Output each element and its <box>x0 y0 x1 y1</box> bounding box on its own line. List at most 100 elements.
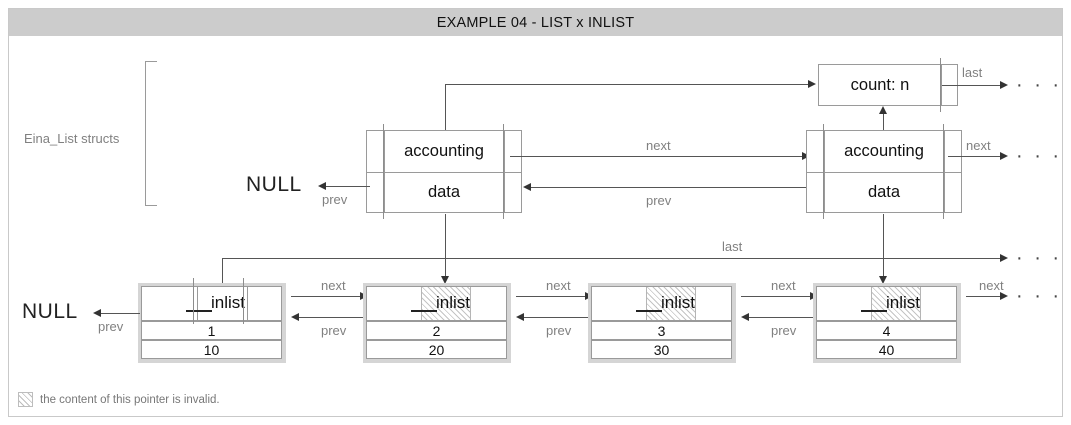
inlist-node-2-pointer-tick <box>411 310 437 312</box>
accounting2-count-arrowhead <box>878 106 887 114</box>
inlist-node-1-div-left <box>197 287 198 320</box>
inlist-node-2-value: 2 <box>366 321 507 340</box>
prev3-label: prev <box>771 323 797 338</box>
struct-next-label: next <box>646 138 671 153</box>
accounting-count-arrowhead <box>808 79 816 88</box>
accounting2-count-vline <box>883 112 884 134</box>
inlist-node-3-pointer-tick <box>636 310 662 312</box>
inlist-node-4: inlist 4 40 <box>813 283 961 363</box>
diagram-title-bar: EXAMPLE 04 - LIST x INLIST <box>9 9 1062 36</box>
struct1-data-to-node2-vline <box>445 214 446 278</box>
last-bottom-arrowhead <box>1000 253 1008 262</box>
struct2-next-label: next <box>966 138 991 153</box>
next4-line <box>966 296 1002 297</box>
struct-prev-arrowhead <box>523 182 531 191</box>
inlist-node-1-div-right <box>247 287 248 320</box>
prev2-line <box>523 317 591 318</box>
inlist-node-4-invalid-hatch <box>871 287 921 320</box>
prev-null-top-label: prev <box>322 192 348 207</box>
ellipsis-next4: · · · <box>1016 285 1063 307</box>
struct-prev-line <box>530 187 816 188</box>
list-struct-1-accounting-cell: accounting <box>404 142 484 160</box>
prev1-label: prev <box>321 323 347 338</box>
struct2-next-line <box>948 156 1002 157</box>
list-struct-2-row-divider <box>807 172 961 173</box>
inlist-node-3-invalid-hatch <box>646 287 696 320</box>
legend-invalid-text: the content of this pointer is invalid. <box>40 394 220 406</box>
list-struct-1-left-divider <box>384 131 385 212</box>
list-struct-2-accounting-cell: accounting <box>844 142 924 160</box>
inlist-node-1: inlist 1 10 <box>138 283 286 363</box>
prev1-arrowhead <box>291 312 299 321</box>
next2-label: next <box>546 278 571 293</box>
inlist-node-4-pointer-tick <box>861 310 887 312</box>
list-struct-1: accounting data <box>366 130 522 213</box>
struct-next-line <box>510 156 805 157</box>
ellipsis-last-bottom: · · · <box>1016 247 1063 269</box>
list-struct-2: accounting data <box>806 130 962 213</box>
prev-null-bottom-arrowhead <box>93 308 101 317</box>
count-box: count: n <box>818 64 958 106</box>
list-struct-1-right-divider <box>504 131 505 212</box>
last-bottom-vline <box>222 258 223 292</box>
inlist-node-4-value: 4 <box>816 321 957 340</box>
inlist-node-2-invalid-hatch <box>421 287 471 320</box>
prev3-line <box>748 317 816 318</box>
inlist-node-2: inlist 2 20 <box>363 283 511 363</box>
last-bottom-hline <box>222 258 1004 259</box>
accounting-count-vline <box>445 84 446 132</box>
next1-label: next <box>321 278 346 293</box>
next1-line <box>291 296 363 297</box>
list-struct-1-guide-right <box>503 124 504 219</box>
list-struct-2-data-cell: data <box>867 182 901 201</box>
prev2-arrowhead <box>516 312 524 321</box>
inlist-node-4-pointer-label: inlist <box>885 293 920 312</box>
inlist-node-3-value: 3 <box>591 321 732 340</box>
list-struct-2-guide-left <box>823 124 824 219</box>
last-bottom-label: last <box>722 239 743 254</box>
inlist-node-3-pointer-label: inlist <box>660 293 695 312</box>
prev2-label: prev <box>546 323 572 338</box>
inlist-node-2-data: 20 <box>366 340 507 359</box>
inlist-node-1-pointer-row <box>141 286 282 321</box>
next2-line <box>516 296 588 297</box>
inlist-node-1-pointer-tick <box>186 310 212 312</box>
inlist-node-1-guide-left <box>193 278 194 324</box>
inlist-node-1-pointer-label: inlist <box>210 293 245 312</box>
struct1-data-to-node2-arrowhead <box>440 276 449 284</box>
last-top-label: last <box>962 65 983 80</box>
ellipsis-last-top: · · · <box>1016 74 1063 96</box>
inlist-node-4-data: 40 <box>816 340 957 359</box>
count-box-label: count: n <box>850 75 910 94</box>
struct2-data-to-node4-arrowhead <box>878 276 887 284</box>
count-box-divider <box>941 65 942 105</box>
list-struct-1-row-divider <box>367 172 521 173</box>
ellipsis-next-top: · · · <box>1016 145 1063 167</box>
prev1-line <box>298 317 366 318</box>
prev-null-bottom-line <box>100 313 140 314</box>
list-struct-2-guide-right <box>943 124 944 219</box>
list-struct-1-data-cell: data <box>427 182 461 201</box>
list-struct-1-guide-left <box>383 124 384 219</box>
eina-list-bracket <box>145 61 157 206</box>
list-struct-2-left-divider <box>824 131 825 212</box>
next4-label: next <box>979 278 1004 293</box>
prev-null-bottom-label: prev <box>98 319 124 334</box>
eina-list-structs-label: Eina_List structs <box>24 131 120 146</box>
struct-prev-label: prev <box>646 193 672 208</box>
inlist-node-1-guide-right <box>243 278 244 324</box>
inlist-node-3: inlist 3 30 <box>588 283 736 363</box>
accounting-count-hline <box>445 84 810 85</box>
last-top-line <box>942 85 1002 86</box>
last-top-arrowhead <box>1000 80 1008 89</box>
next3-line <box>741 296 813 297</box>
inlist-node-2-pointer-label: inlist <box>435 293 470 312</box>
prev-null-top-line <box>325 186 370 187</box>
struct2-data-to-node4-vline <box>883 214 884 278</box>
inlist-node-1-value: 1 <box>141 321 282 340</box>
null-top-label: NULL <box>246 173 302 196</box>
next4-arrowhead <box>1000 291 1008 300</box>
count-box-guide-line <box>940 58 941 112</box>
page-title: EXAMPLE 04 - LIST x INLIST <box>436 14 635 31</box>
